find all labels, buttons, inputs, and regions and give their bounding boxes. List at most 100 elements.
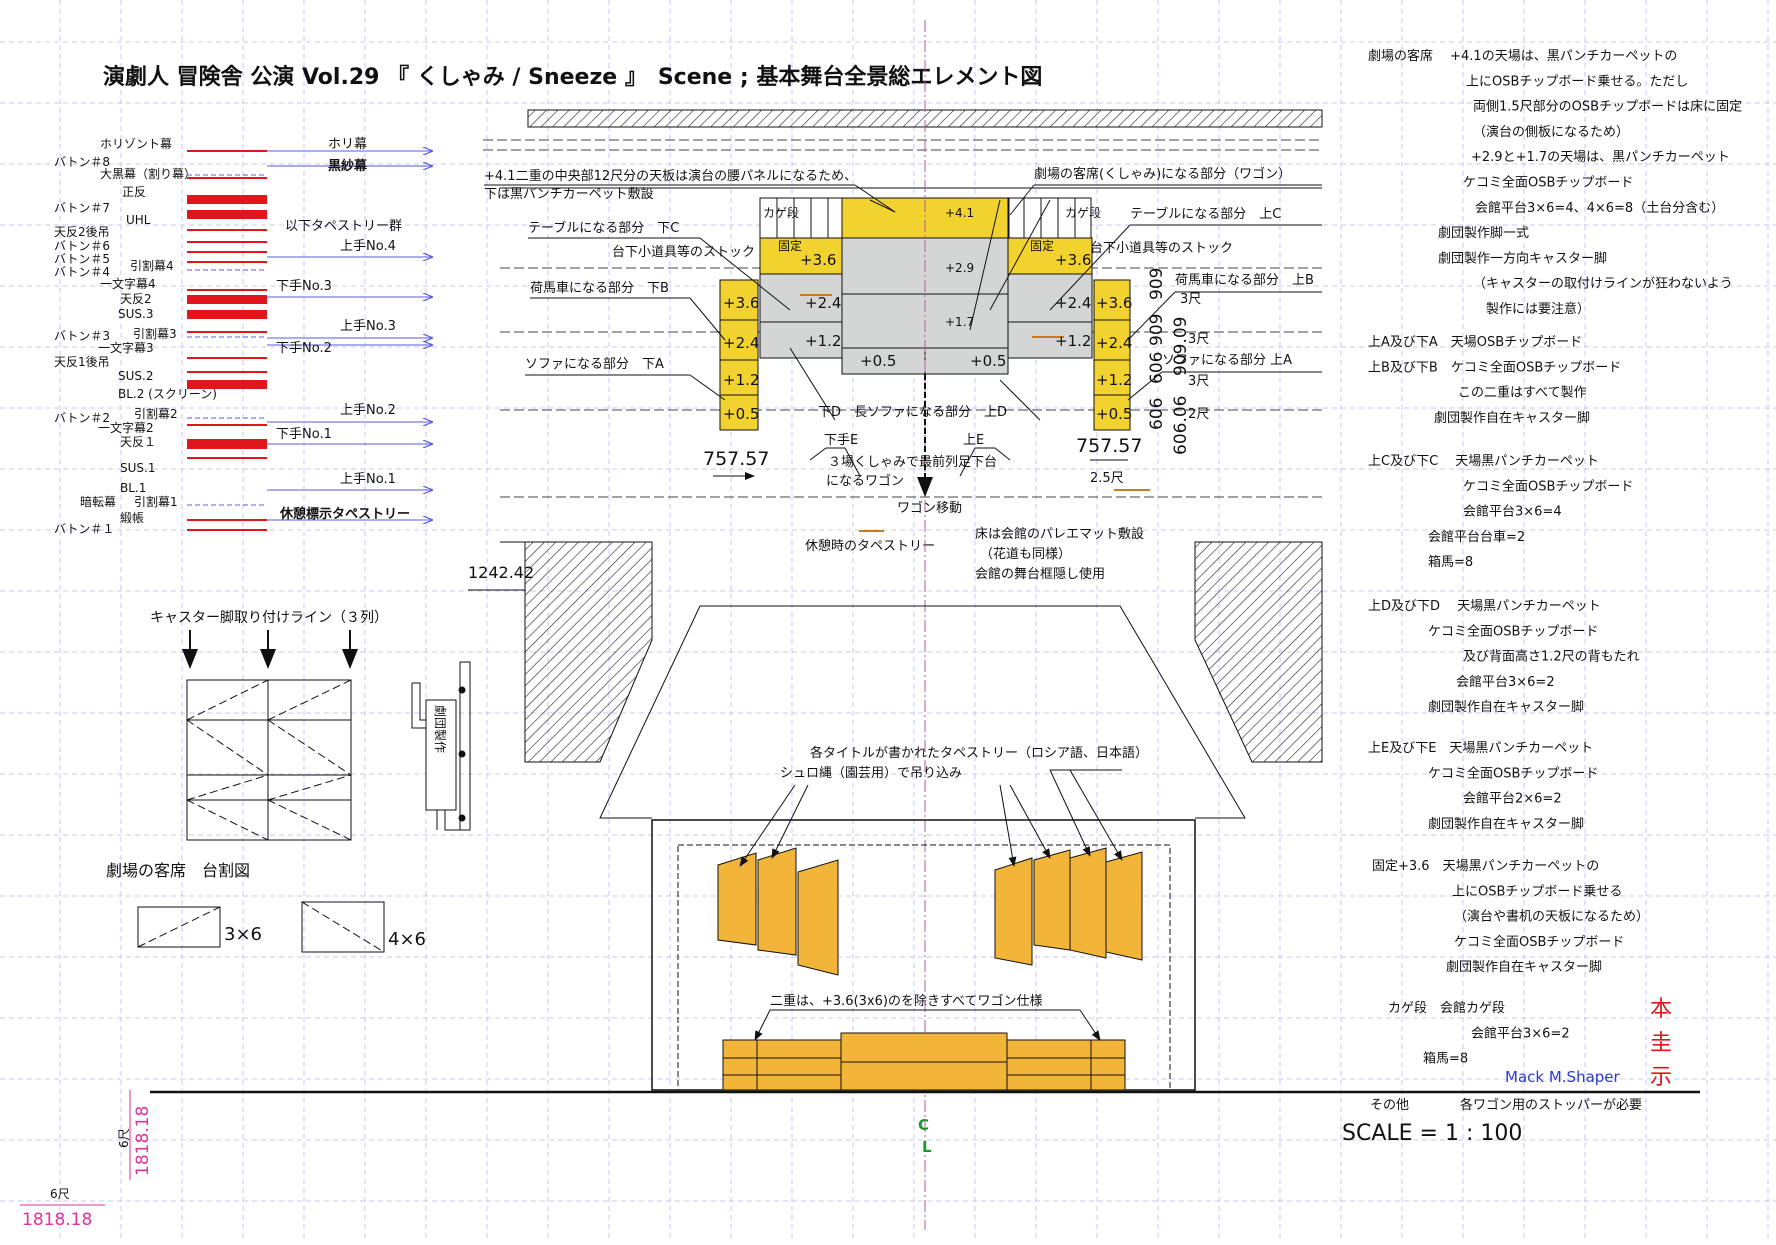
auditorium-outline-left xyxy=(599,605,701,819)
fly-label: SUS.3 xyxy=(118,307,153,321)
note-text: 台下小道具等のストック xyxy=(1090,240,1233,256)
seat-3x6-box xyxy=(137,906,221,948)
fly-right-label: 上手No.1 xyxy=(340,472,396,487)
caster-grid xyxy=(186,679,352,841)
spec-line: 両側1.5尺部分のOSBチップボードは床に固定 xyxy=(1473,100,1742,115)
fly-right-label: 黒紗幕 xyxy=(328,158,368,174)
proscenium-left xyxy=(524,541,653,763)
fly-label: 引割幕3 xyxy=(133,326,177,341)
other-text: 各ワゴン用のストッパーが必要 xyxy=(1460,1097,1642,1113)
level-text: +2.4 xyxy=(1055,294,1091,312)
bottom-platforms xyxy=(722,1032,1126,1091)
fly-label: バトン＃6 xyxy=(54,239,110,253)
fly-bar xyxy=(187,195,267,204)
spec-line: （演台や書机の天板になるため） xyxy=(1454,909,1649,925)
dim-text: 909.09 xyxy=(1171,317,1191,376)
note-text: ソファになる部分 下A xyxy=(525,357,664,372)
fly-bar xyxy=(187,295,267,304)
fly-label: 一文字幕3 xyxy=(98,340,154,355)
fly-label: バトン＃3 xyxy=(54,329,110,343)
level-text: +0.5 xyxy=(1096,405,1132,423)
spec-line: ケコミ全面OSBチップボード xyxy=(1428,765,1598,781)
level-text: +1.7 xyxy=(945,315,974,329)
fly-right-label: ホリ幕 xyxy=(328,137,367,152)
fly-label: 天反１ xyxy=(120,435,156,449)
scale-6shaku-h: 6尺 xyxy=(50,1187,70,1201)
fly-label: UHL xyxy=(126,213,151,227)
fly-label: 引割幕2 xyxy=(134,406,178,421)
note-text: 固定 xyxy=(1030,238,1054,253)
note-text: 下D 長ソファになる部分 上D xyxy=(818,405,1007,420)
level-text: +1.2 xyxy=(723,371,759,389)
spec-line: 上E及び下E 天場黒パンチカーペット xyxy=(1368,741,1593,756)
platform-l12 xyxy=(759,321,843,359)
spec-line: 固定+3.6 天場黒パンチカーペットの xyxy=(1372,859,1599,874)
dim-text: 3尺 xyxy=(1188,332,1209,347)
platform-l24 xyxy=(759,273,843,323)
grid-scale: 6尺 1818.18 6尺 1818.18 xyxy=(20,1090,153,1230)
dim-text: 757.57 xyxy=(703,448,769,470)
line xyxy=(301,901,385,953)
level-text: +0.5 xyxy=(723,405,759,423)
fly-bar xyxy=(187,310,267,319)
fly-label: バトン＃4 xyxy=(54,265,110,279)
page-title: 演劇人 冒険舎 公演 Vol.29 『 くしゃみ / Sneeze 』 Scen… xyxy=(103,64,1042,90)
fly-label: 正反 xyxy=(122,185,146,199)
level-text: +0.5 xyxy=(860,352,896,370)
fly-label: 天反1後吊 xyxy=(54,355,110,369)
kagedan-right xyxy=(1008,197,1092,239)
fly-right-label: 下手No.1 xyxy=(276,427,332,442)
dim-text: 909 xyxy=(1147,314,1167,346)
seal-kei: 圭 xyxy=(1650,1031,1672,1056)
fly-label: 天反2後吊 xyxy=(54,225,110,239)
other-label: その他 xyxy=(1370,1098,1409,1113)
caster-section: キャスター脚取り付けライン（３列） 劇団製 xyxy=(150,610,471,841)
note-text: 休憩時のタペストリー xyxy=(805,538,935,554)
spec-line: 劇団製作自在キャスター脚 xyxy=(1434,410,1590,426)
level-text: +3.6 xyxy=(1055,251,1091,269)
fly-label: 引割幕1 xyxy=(134,494,178,509)
spec-line: カゲ段 会館カゲ段 xyxy=(1388,1001,1505,1016)
fly-system-section: ホリゾント幕バトン＃8大黒幕（割り幕）正反バトン＃7UHL天反2後吊バトン＃6バ… xyxy=(54,137,432,536)
nijyu-leaders xyxy=(754,1009,1101,1041)
fly-right-label: 休憩標示タペストリー xyxy=(279,506,410,522)
level-text: +2.4 xyxy=(805,294,841,312)
fly-label: BL.1 xyxy=(120,481,146,495)
leader-lines xyxy=(484,184,1322,477)
spec-line: 製作には要注意） xyxy=(1486,301,1590,317)
spec-notes: 劇場の客席 +4.1の天場は、黒パンチカーペットの上にOSBチップボード乗せる。… xyxy=(1368,48,1742,1067)
note-text: カゲ段 xyxy=(763,205,799,220)
dim-text: 606 xyxy=(1147,352,1167,384)
level-text: +2.9 xyxy=(945,261,974,275)
note-text: になるワゴン xyxy=(826,473,904,489)
spec-line: 劇団製作自在キャスター脚 xyxy=(1428,816,1584,832)
seal-hon: 本 xyxy=(1650,997,1672,1022)
fly-label: 引割幕4 xyxy=(130,258,174,273)
note-text: 荷馬車になる部分 下B xyxy=(530,281,669,296)
note-text: テーブルになる部分 上C xyxy=(1130,206,1281,222)
spec-line: 会館平台3×6=2 xyxy=(1471,1026,1570,1041)
spec-line: 上C及び下C 天場黒パンチカーペット xyxy=(1368,454,1599,469)
platform-l36 xyxy=(759,237,843,275)
platform-r12 xyxy=(1007,321,1093,359)
scale-1818-h: 1818.18 xyxy=(22,1210,92,1230)
spec-line: ケコミ全面OSBチップボード xyxy=(1428,623,1598,639)
spec-line: 箱馬=8 xyxy=(1423,1051,1468,1067)
note-text: ワゴン移動 xyxy=(897,500,962,516)
platform-r24 xyxy=(1007,273,1093,323)
note-text: カゲ段 xyxy=(1065,205,1101,220)
tapestry-leaders xyxy=(739,769,1123,867)
fly-bar xyxy=(187,440,267,449)
spec-line: 箱馬=8 xyxy=(1428,554,1473,570)
seat-plan-section: 劇場の客席 台割図 3×6 4×6 xyxy=(106,861,426,953)
fly-label: SUS.1 xyxy=(120,461,155,475)
tapestries xyxy=(717,847,1143,976)
fly-label: SUS.2 xyxy=(118,369,153,383)
spec-line: 会館平台台車=2 xyxy=(1428,530,1525,545)
spec-line: この二重はすべて製作 xyxy=(1458,385,1587,401)
spec-line: 会館平台3×6=4 xyxy=(1463,505,1562,520)
author-name: Mack M.Shaper xyxy=(1505,1068,1621,1086)
level-text: +3.6 xyxy=(800,251,836,269)
